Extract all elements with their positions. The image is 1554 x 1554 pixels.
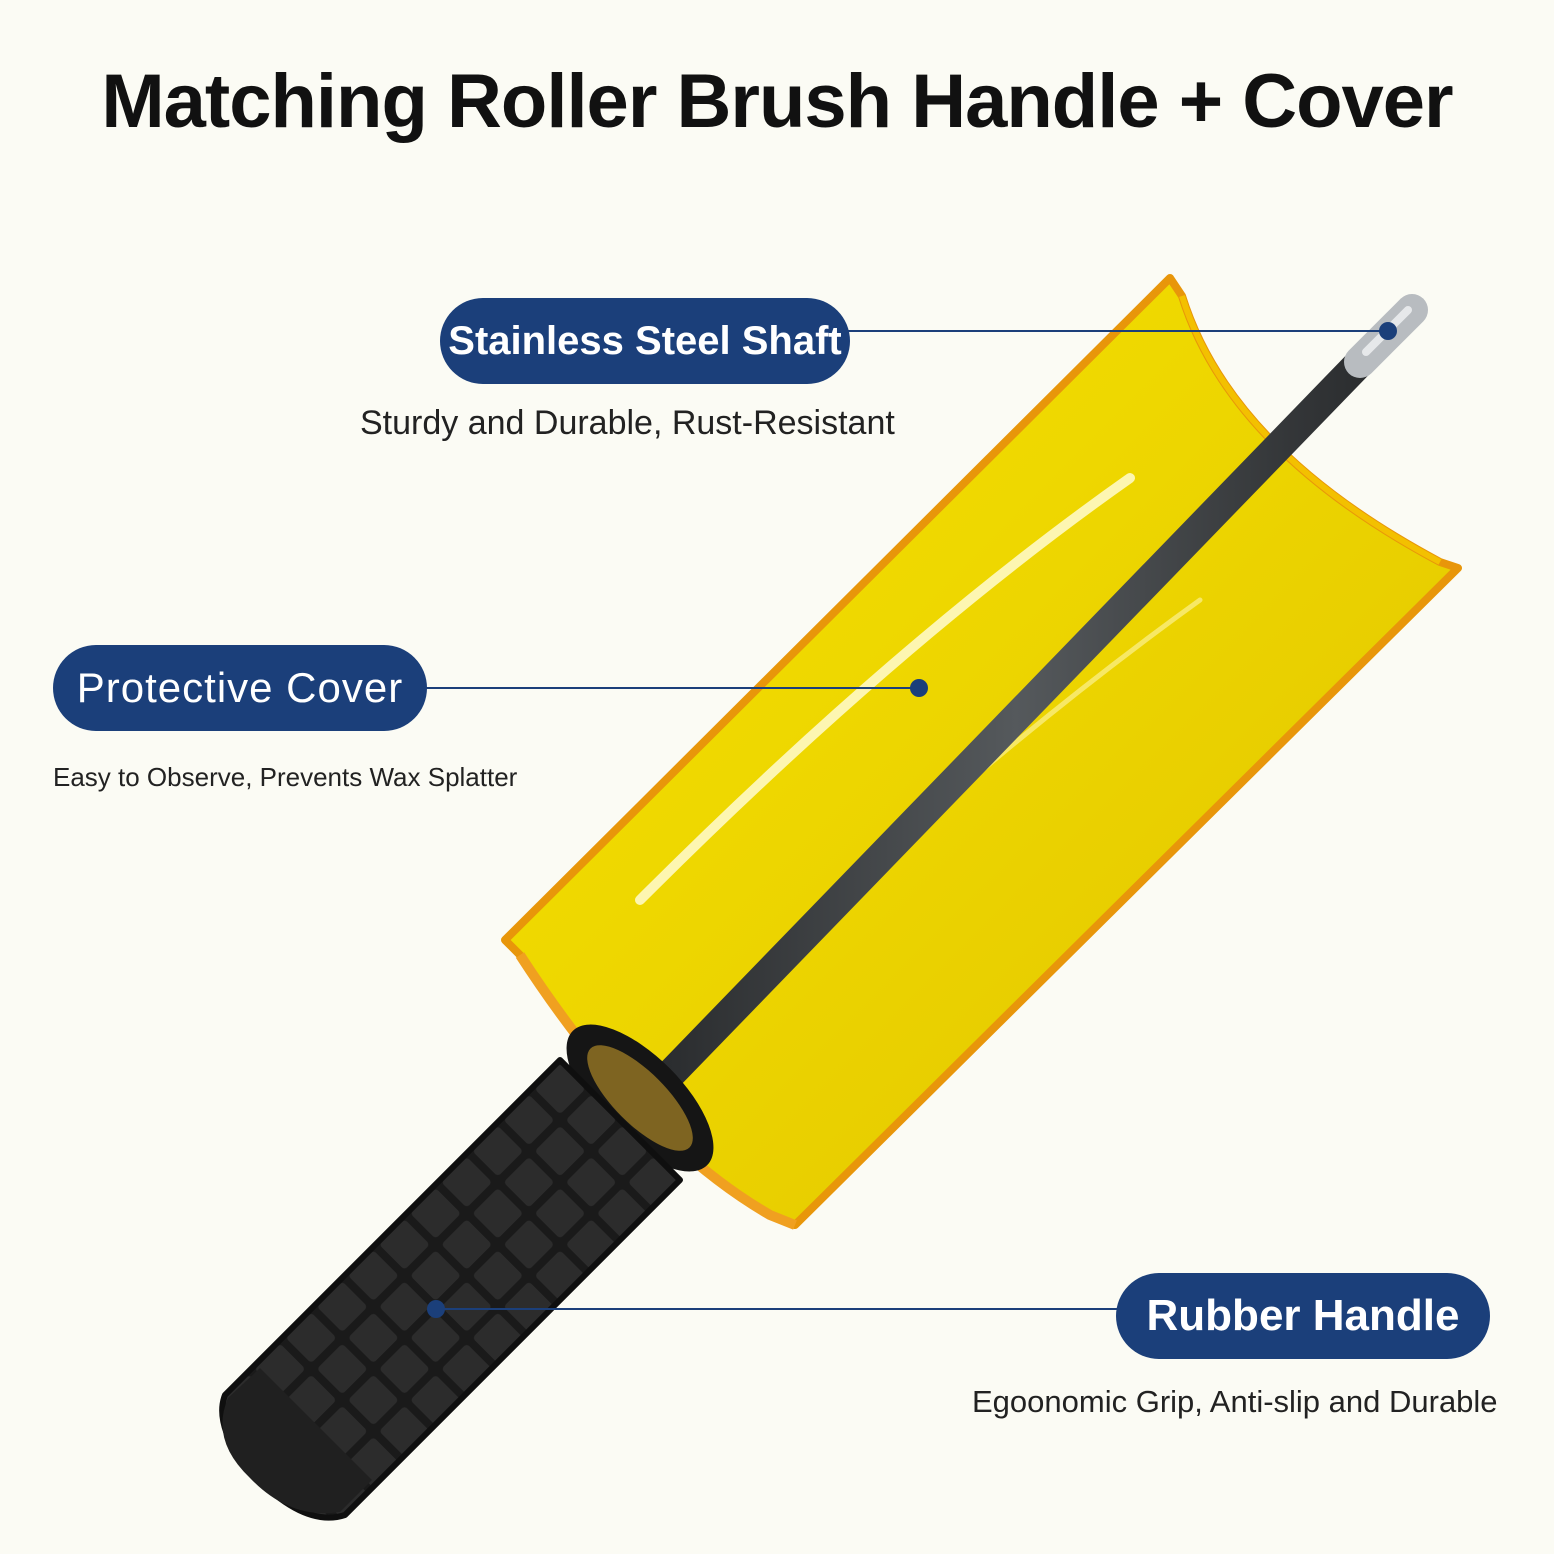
- page-title: Matching Roller Brush Handle + Cover: [101, 59, 1453, 144]
- rubber-handle-shape: [219, 1024, 714, 1521]
- leader-lines: [425, 322, 1397, 1318]
- shaft-label-badge: Stainless Steel Shaft: [440, 298, 850, 384]
- shaft-label: Stainless Steel Shaft: [448, 318, 842, 363]
- handle-description: Egoonomic Grip, Anti-slip and Durable: [972, 1384, 1498, 1419]
- handle-label: Rubber Handle: [1146, 1291, 1460, 1340]
- cover-label-badge: Protective Cover: [53, 645, 427, 731]
- cover-label: Protective Cover: [76, 664, 404, 711]
- shaft-description: Sturdy and Durable, Rust-Resistant: [360, 404, 895, 442]
- handle-label-badge: Rubber Handle: [1116, 1273, 1490, 1359]
- cover-description: Easy to Observe, Prevents Wax Splatter: [53, 762, 518, 792]
